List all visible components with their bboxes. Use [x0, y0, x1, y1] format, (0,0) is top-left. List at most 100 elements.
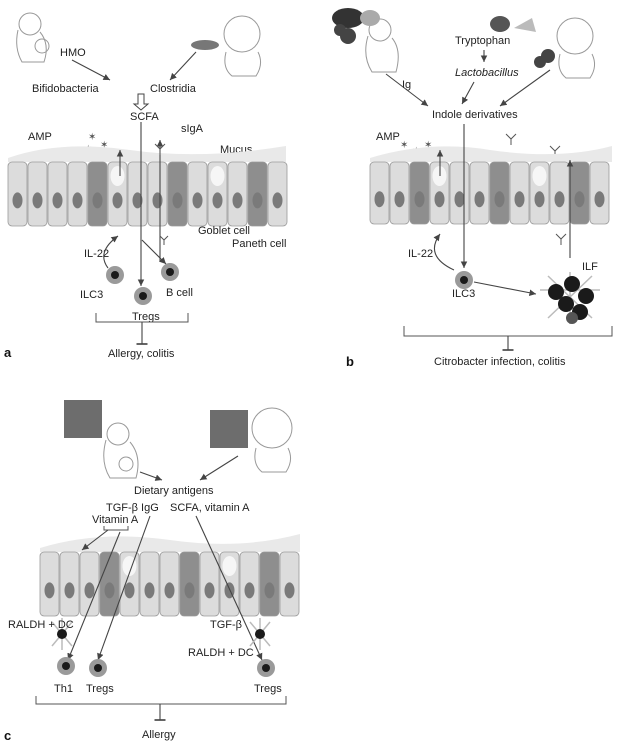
arrow-vita-epithelium	[81, 529, 109, 551]
ilc3-cell	[455, 271, 473, 289]
panel-letter-c: c	[4, 728, 11, 743]
cell-nucleus	[574, 191, 585, 208]
outcome-label: Allergy	[142, 729, 176, 741]
tregs-cell	[134, 287, 152, 305]
cell-nucleus	[494, 191, 505, 208]
arrow-igg-tregs	[97, 515, 151, 661]
cell-nucleus	[454, 191, 465, 208]
mucus-layer	[40, 534, 300, 552]
cell-nucleus	[12, 192, 23, 209]
broccoli-icon	[534, 49, 555, 68]
ilf-label: ILF	[582, 261, 598, 273]
outcome-label: Citrobacter infection, colitis	[434, 356, 566, 368]
cell-nucleus	[144, 582, 155, 599]
amp-star-icon: ✶	[400, 140, 408, 151]
goblet-vesicle	[210, 166, 225, 186]
scfa-vitamin-a-label: SCFA, vitamin A	[170, 502, 250, 514]
cell-nucleus	[124, 582, 135, 599]
cell-nucleus	[184, 582, 195, 599]
cell-nucleus	[104, 582, 115, 599]
baby-illustration	[251, 407, 293, 473]
cell-nucleus	[272, 192, 283, 209]
goblet-vesicle	[110, 166, 125, 186]
cell-nucleus	[52, 192, 63, 209]
b-cell	[161, 263, 179, 281]
arrow-scfa-bcell	[141, 239, 167, 265]
outcome-label: Allergy, colitis	[108, 348, 175, 360]
cell-nucleus	[374, 191, 385, 208]
cell-nucleus	[72, 192, 83, 209]
scfa-label: SCFA	[130, 111, 159, 123]
cell-nucleus	[264, 582, 275, 599]
cell-nucleus	[252, 192, 263, 209]
bracket	[403, 326, 613, 337]
antibody-icon	[555, 233, 567, 245]
vitamin-a-label: Vitamin A	[92, 514, 139, 526]
goblet-vesicle	[122, 556, 137, 576]
hollow-arrow-to-scfa	[132, 93, 150, 111]
ilc3-label: ILC3	[452, 288, 475, 300]
mother-nursing-illustration	[16, 12, 50, 63]
tgfb-label: TGF-β	[210, 619, 242, 631]
antibody-icon	[505, 133, 517, 145]
tregs-right-label: Tregs	[254, 683, 282, 695]
tgfb-igg-label: TGF-β IgG	[106, 502, 159, 514]
tregs-cell-right	[257, 659, 275, 677]
cell-nucleus	[172, 192, 183, 209]
th1-label: Th1	[54, 683, 73, 695]
clostridia-label: Clostridia	[150, 83, 197, 95]
cell-nucleus	[32, 192, 43, 209]
cell-nucleus	[244, 582, 255, 599]
food-photo-left	[64, 400, 102, 438]
arrow-hmo-bifido	[71, 59, 111, 81]
arrow-baby-indole	[499, 69, 551, 107]
cell-nucleus	[594, 191, 605, 208]
bifidobacteria-label: Bifidobacteria	[32, 83, 100, 95]
mucus-layer	[370, 146, 612, 162]
cell-nucleus	[232, 192, 243, 209]
amp-star-icon: ✶	[424, 140, 432, 151]
amp-label: AMP	[376, 131, 400, 143]
cell-nucleus	[192, 192, 203, 209]
cell-nucleus	[394, 191, 405, 208]
hmo-label: HMO	[60, 47, 86, 59]
cell-nucleus	[44, 582, 55, 599]
cell-nucleus	[132, 192, 143, 209]
raldh-dc-right-label: RALDH + DC	[188, 647, 254, 659]
baby-eating-illustration	[556, 17, 596, 79]
amp-label: AMP	[28, 131, 52, 143]
cell-nucleus	[164, 582, 175, 599]
cell-nucleus	[414, 191, 425, 208]
goblet-cell-label: Goblet cell	[198, 225, 250, 237]
paneth-cell-label: Paneth cell	[232, 238, 286, 250]
amp-star-icon: ✶	[88, 132, 96, 143]
cell-nucleus	[204, 582, 215, 599]
arrow-baby-antigens	[199, 455, 239, 481]
tregs-left-label: Tregs	[86, 683, 114, 695]
arrow-mother-indole	[385, 73, 429, 107]
broccoli-icon	[334, 24, 356, 44]
raldh-dc-left-label: RALDH + DC	[8, 619, 74, 631]
bracket	[103, 526, 129, 531]
amp-star-icon: ✶	[100, 140, 108, 151]
cell-nucleus	[534, 191, 545, 208]
panel-letter-a: a	[4, 345, 12, 360]
bracket	[35, 696, 287, 705]
cell-nucleus	[92, 192, 103, 209]
tregs-label: Tregs	[132, 311, 160, 323]
ilc3-cell	[106, 266, 124, 284]
arrow-bread-clostridia	[169, 51, 197, 81]
cell-nucleus	[284, 582, 295, 599]
ilc3-label: ILC3	[80, 289, 103, 301]
ig-label: Ig	[402, 79, 411, 91]
arrow-ilc3-ilf	[473, 281, 537, 296]
arrow-mother-antigens	[139, 471, 163, 481]
panel-b: Ig Tryptophan Lactobacillus Indole deriv…	[332, 8, 613, 369]
cell-nucleus	[514, 191, 525, 208]
arrow-lacto-indole	[461, 81, 475, 105]
arrow-vita-th1	[67, 531, 121, 661]
dietary-antigens-label: Dietary antigens	[134, 485, 214, 497]
il22-label: IL-22	[408, 248, 433, 260]
dendritic-cell-left	[51, 618, 73, 650]
